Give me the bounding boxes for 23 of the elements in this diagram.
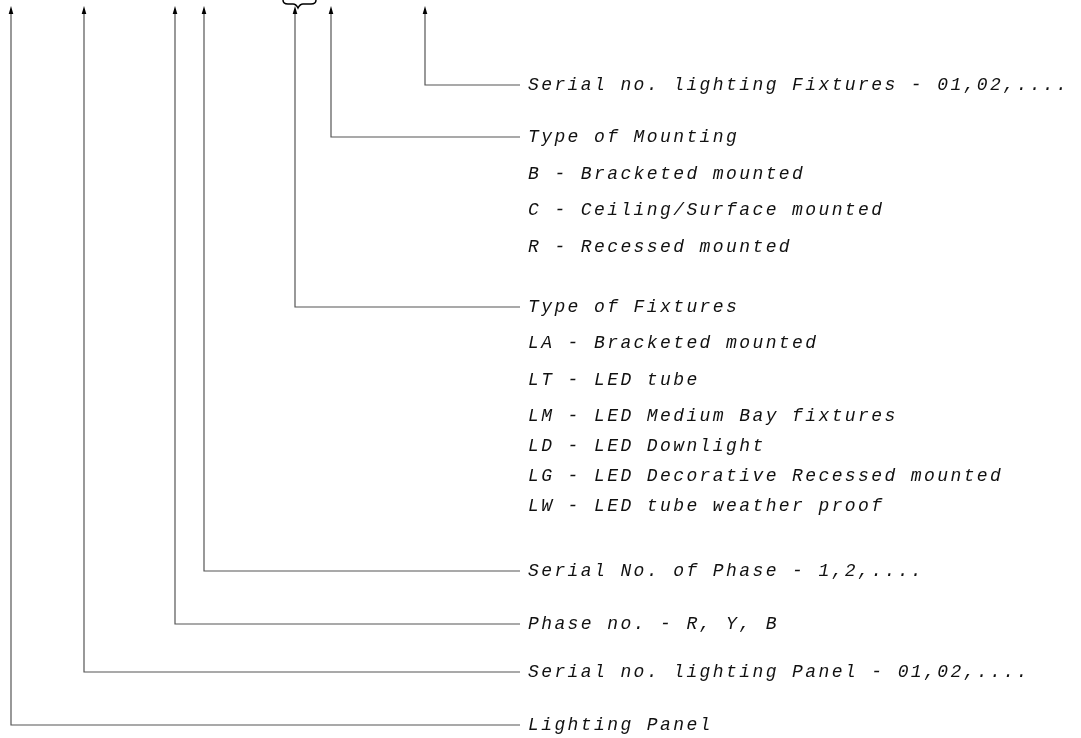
code-description: LG - LED Decorative Recessed mounted <box>528 465 1004 487</box>
leader-line <box>292 6 521 308</box>
code-description: R - Recessed mounted <box>528 236 793 258</box>
leader-label: Serial No. of Phase - 1,2,.... <box>528 560 925 582</box>
leader-line <box>422 6 521 86</box>
code-description: LA - Bracketed mounted <box>528 332 819 354</box>
leader-line <box>81 6 521 673</box>
code-description: B - Bracketed mounted <box>528 163 806 185</box>
leader-label: Serial no. lighting Panel - 01,02,.... <box>528 661 1030 683</box>
code-description: C - Ceiling/Surface mounted <box>528 199 885 221</box>
code-description: LT - LED tube <box>528 369 700 391</box>
leader-label: Lighting Panel <box>528 714 713 736</box>
leader-label: Serial no. lighting Fixtures - 01,02,.... <box>528 74 1070 96</box>
code-description: LM - LED Medium Bay fixtures <box>528 405 898 427</box>
leader-label: Phase no. - R, Y, B <box>528 613 779 635</box>
leader-label: Type of Mounting <box>528 126 740 148</box>
leader-line <box>8 6 521 726</box>
code-description: LD - LED Downlight <box>528 435 766 457</box>
leader-line <box>172 6 521 625</box>
leader-line <box>328 6 521 138</box>
leader-line <box>201 6 521 572</box>
code-description: LW - LED tube weather proof <box>528 495 885 517</box>
leader-label: Type of Fixtures <box>528 296 740 318</box>
